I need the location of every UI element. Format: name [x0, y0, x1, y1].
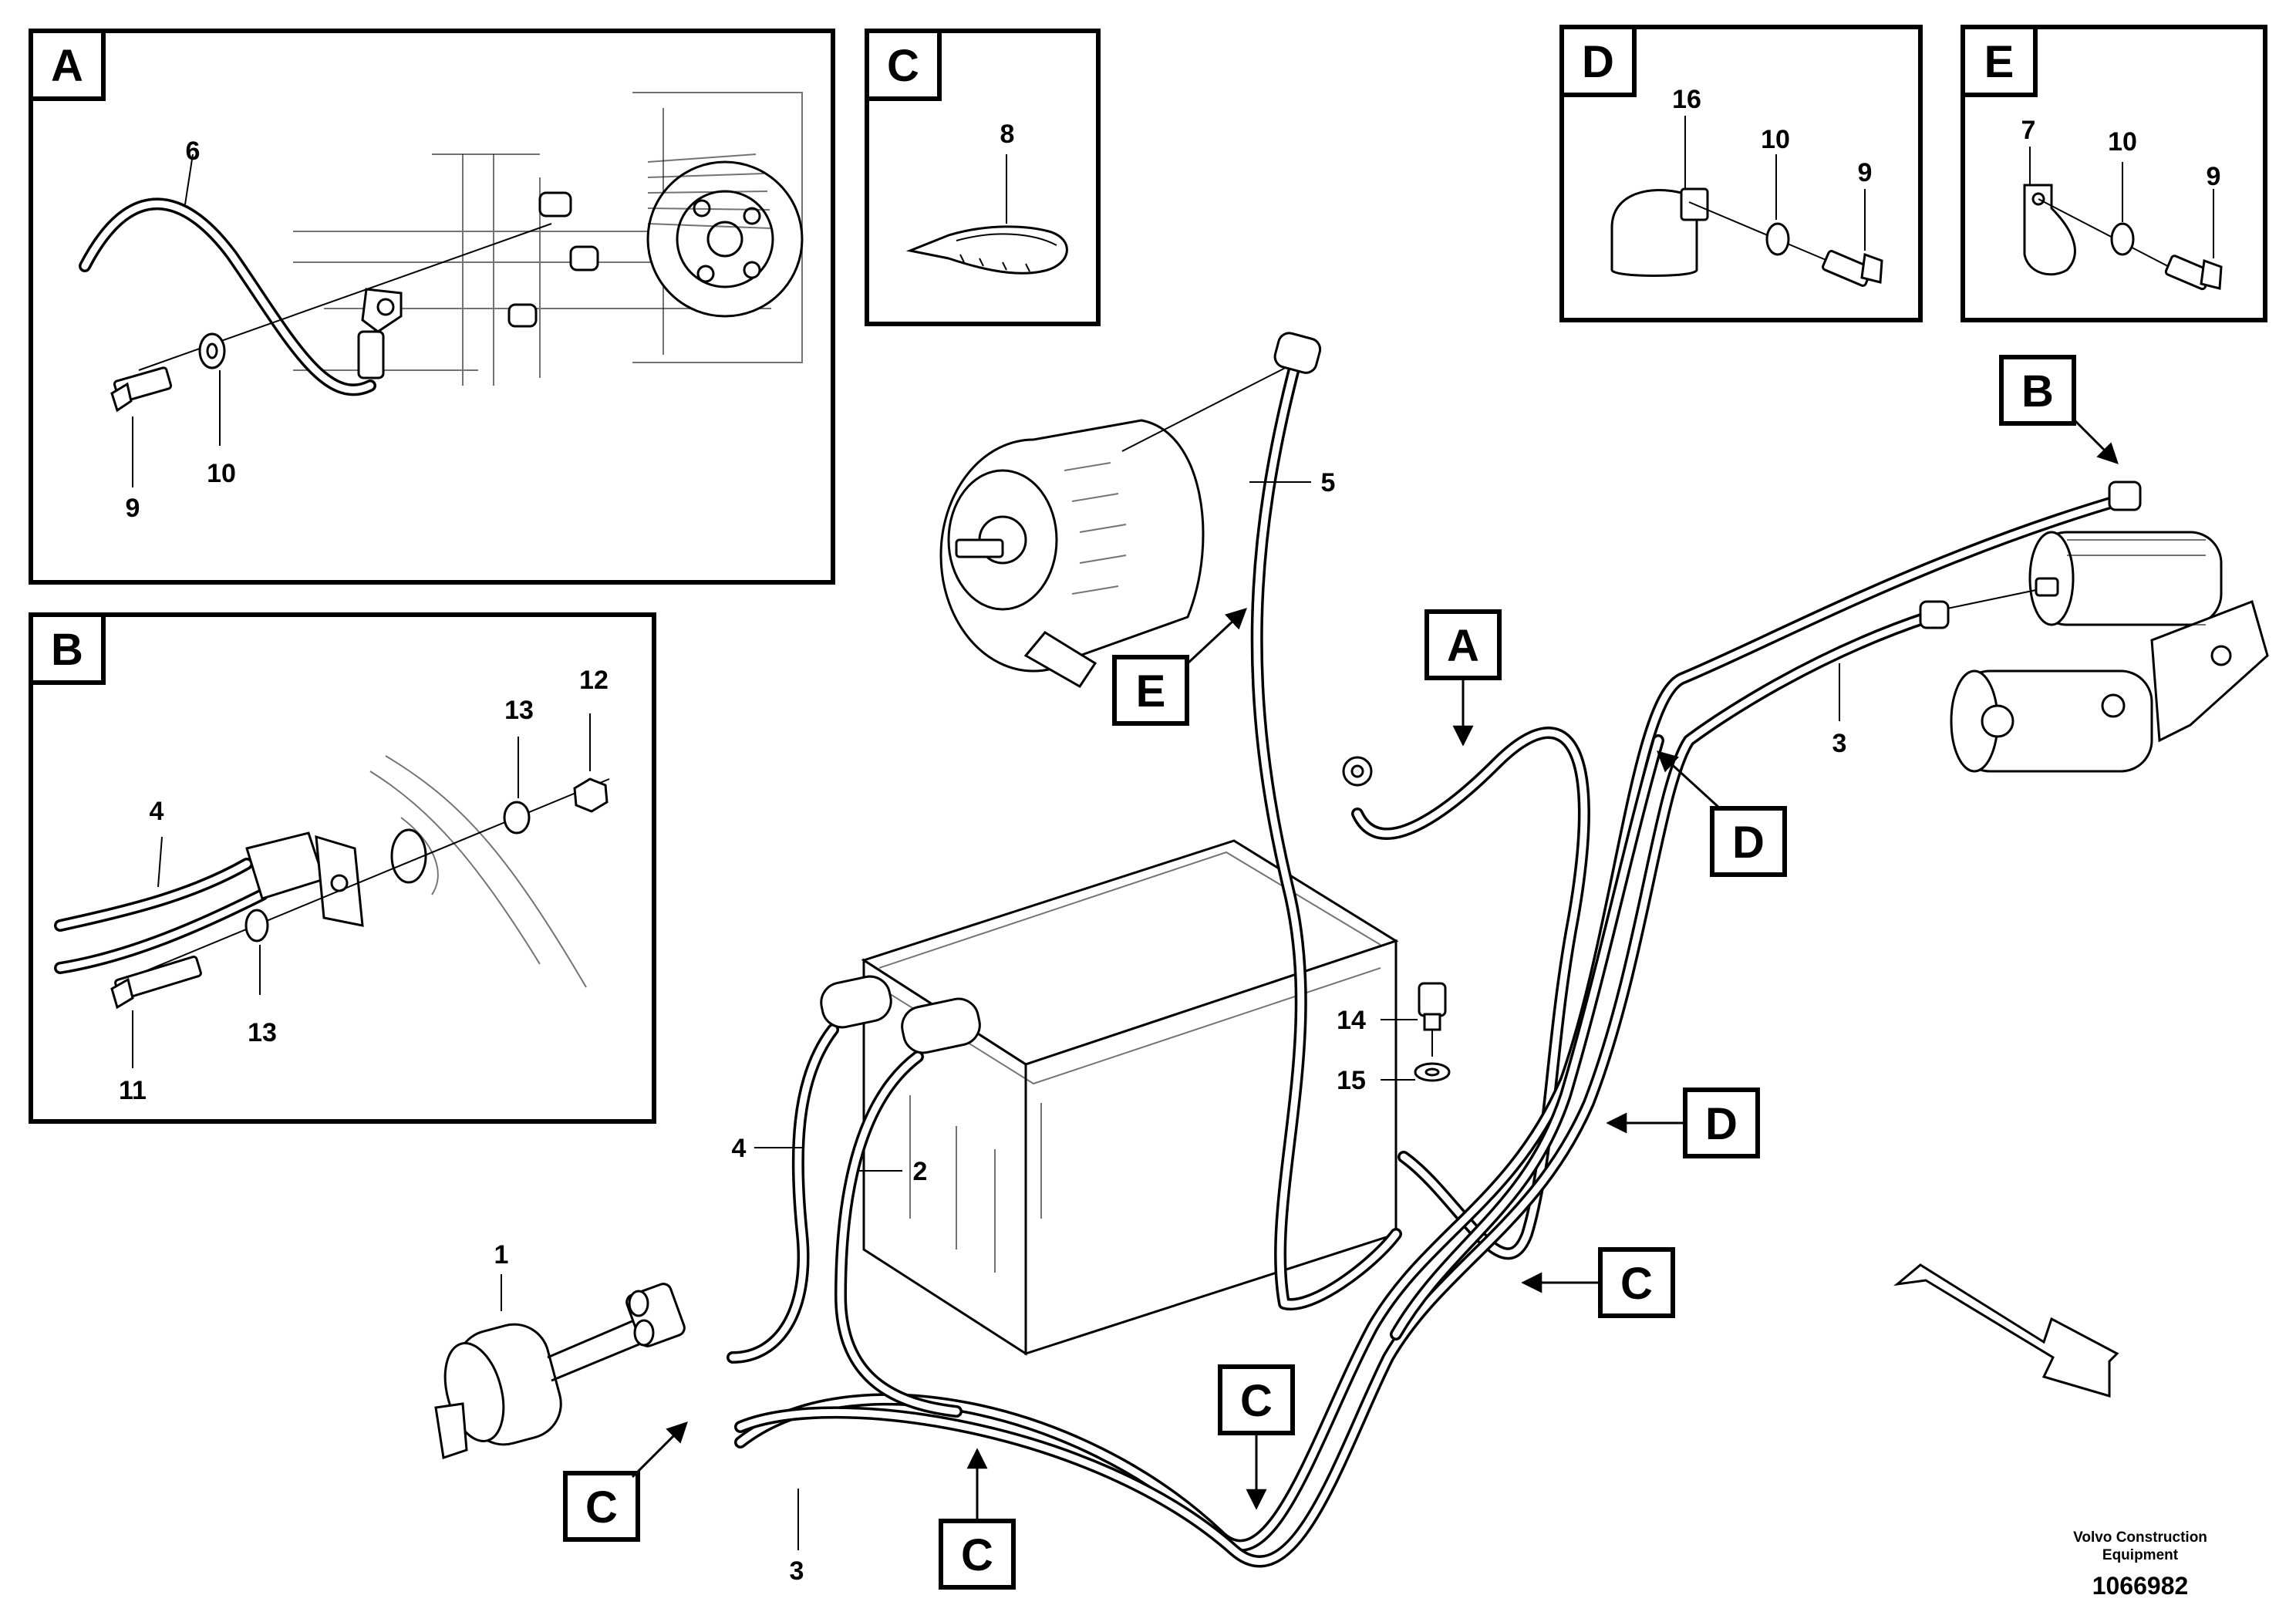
location-tag-b: B — [1999, 355, 2119, 464]
footer-brand-line2: Equipment — [2102, 1547, 2179, 1563]
callout-2: 2 — [913, 1157, 928, 1186]
washer-d — [1765, 222, 1790, 256]
callout-13-lower: 13 — [248, 1018, 277, 1047]
callout-16: 16 — [1672, 85, 1701, 114]
location-tag-c-center: C — [1218, 1364, 1295, 1510]
location-tag-a: A — [1424, 609, 1502, 747]
callout-7: 7 — [2021, 116, 2036, 145]
detail-box-d: D 16 10 9 — [1559, 25, 1923, 322]
callout-1: 1 — [494, 1240, 509, 1270]
callout-9-e: 9 — [2207, 162, 2221, 191]
callout-11: 11 — [119, 1076, 147, 1105]
svg-text:C: C — [961, 1530, 993, 1580]
washer-b-upper — [503, 801, 531, 835]
starter-motor — [1943, 531, 2269, 773]
callout-6: 6 — [186, 137, 201, 166]
cable-5 — [1250, 332, 1402, 1311]
callout-10-a: 10 — [207, 459, 236, 488]
location-tag-d-lower: D — [1606, 1088, 1760, 1158]
location-tag-c-left: C — [563, 1421, 688, 1542]
svg-text:C: C — [1240, 1376, 1273, 1426]
cable-lug-a — [357, 330, 385, 379]
cable-tie-illustration — [905, 225, 1068, 275]
footer-doc-number: 1066982 — [2092, 1572, 2189, 1600]
callout-14: 14 — [1337, 1006, 1366, 1035]
svg-text:A: A — [1447, 621, 1479, 671]
cable-4 — [727, 975, 892, 1364]
svg-text:C: C — [1620, 1259, 1653, 1309]
location-tag-c-right: C — [1521, 1247, 1675, 1318]
engine-block-illustration — [293, 92, 804, 386]
callout-4: 4 — [732, 1134, 747, 1163]
detail-box-b: B 4 12 13 13 11 — [29, 612, 656, 1124]
footer-brand-line1: Volvo Construction — [2073, 1529, 2207, 1546]
callout-8: 8 — [1000, 120, 1015, 149]
nut-b — [573, 777, 609, 813]
callout-13-upper: 13 — [504, 696, 534, 725]
detail-box-e: E 7 10 9 — [1961, 25, 2267, 322]
detail-c-letter: C — [887, 41, 919, 91]
clamp-16-illustration — [1610, 221, 1698, 277]
detail-a-letter: A — [51, 41, 83, 91]
location-tag-d-upper: D — [1657, 750, 1787, 877]
callout-3-bottom: 3 — [790, 1556, 804, 1586]
detail-e-letter: E — [1984, 37, 2014, 87]
direction-arrow-icon — [1893, 1263, 2119, 1398]
detail-box-c: C 8 — [865, 29, 1101, 326]
svg-text:E: E — [1136, 666, 1166, 717]
clip-7-illustration — [2023, 184, 2076, 276]
svg-text:C: C — [585, 1482, 618, 1533]
svg-text:B: B — [2021, 366, 2054, 416]
detail-d-letter: D — [1582, 37, 1614, 87]
detail-box-a: A 6 9 10 — [29, 29, 835, 585]
location-tag-e: E — [1112, 608, 1247, 726]
ground-cable-a — [1342, 727, 1590, 1260]
callout-15: 15 — [1337, 1066, 1366, 1095]
cable-2 — [834, 997, 981, 1418]
detail-b-letter: B — [51, 625, 83, 675]
callout-12: 12 — [579, 666, 609, 695]
callout-4-b: 4 — [150, 797, 164, 826]
washer-e — [2110, 222, 2135, 256]
callout-10-e: 10 — [2108, 127, 2137, 157]
cable-3-bundle — [734, 481, 2142, 1568]
callout-9-d: 9 — [1858, 158, 1873, 187]
callout-9-a: 9 — [126, 494, 140, 523]
battery-disconnect-switch — [434, 1283, 686, 1459]
callout-5: 5 — [1321, 468, 1336, 497]
location-tag-c-bottom: C — [939, 1448, 1016, 1590]
svg-text:D: D — [1732, 818, 1765, 868]
callout-3-right: 3 — [1832, 729, 1847, 758]
battery — [861, 839, 1399, 1356]
ground-bolt-14 — [1418, 982, 1447, 1057]
washer-b-lower — [244, 909, 269, 943]
alternator — [939, 362, 1296, 688]
svg-text:D: D — [1705, 1099, 1738, 1149]
callout-10-d: 10 — [1761, 125, 1790, 154]
